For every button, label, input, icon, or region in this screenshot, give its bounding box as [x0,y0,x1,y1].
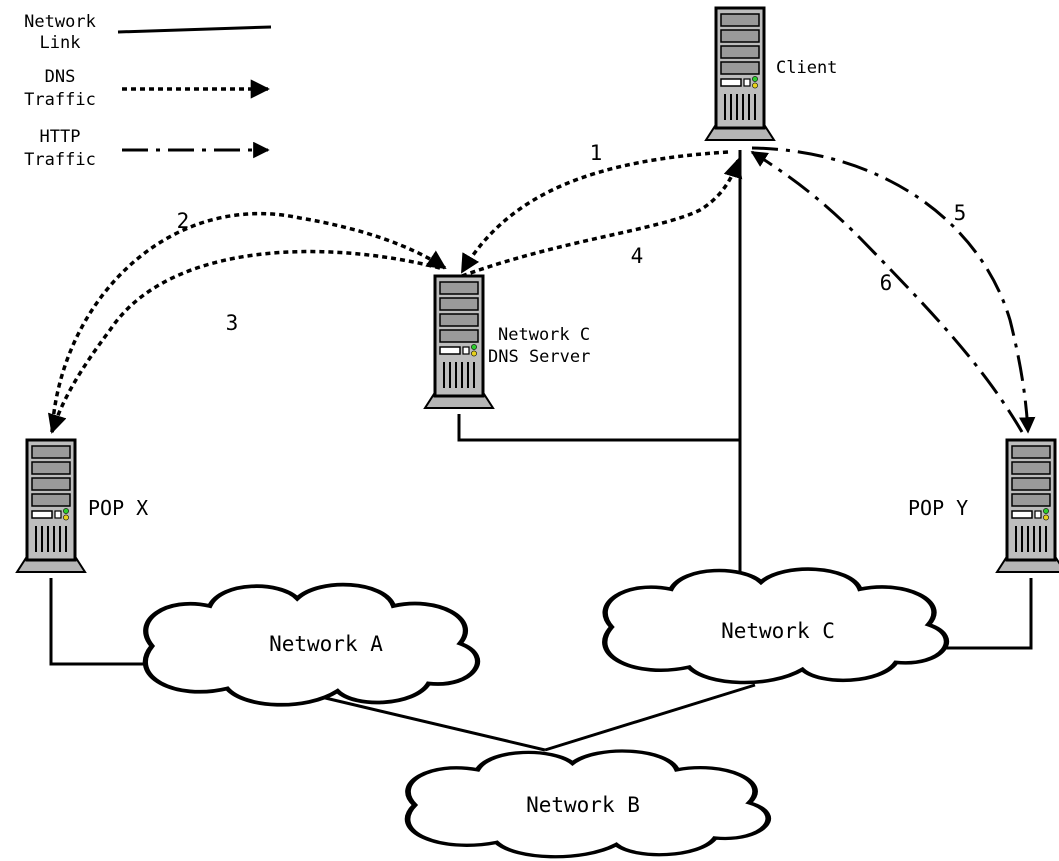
dns-arrow-4 [461,158,743,278]
step-4-label: 4 [631,244,644,268]
network-b-label: Network B [526,793,640,817]
legend-http-traffic-line2: Traffic [24,150,96,170]
link-network-c-b [544,683,756,752]
dns-arrow-1 [460,150,729,274]
link-popx-network-a [49,578,150,666]
pop-x-label: POP X [88,496,148,520]
network-a-label: Network A [269,632,383,656]
http-traffic-arrows [750,146,1036,434]
link-network-a-b [299,690,546,752]
step-2-label: 2 [177,209,190,233]
legend-dns-traffic-line2: Traffic [24,90,96,110]
http-arrow-6 [750,150,1024,433]
dns-traffic-arrows [47,150,743,434]
dns-server-icon [423,274,495,410]
dns-server-label-line2: DNS Server [488,347,590,367]
step-6-label: 6 [880,271,893,295]
link-dns-server-backbone [457,414,740,442]
pop-y-label: POP Y [908,496,968,520]
pop-x-server-icon [15,438,87,574]
link-popy-network-c [935,578,1033,650]
network-c-label: Network C [721,619,835,643]
dns-server-label-line1: Network C [498,325,590,345]
legend-network-link-line1: Network [24,12,96,32]
legend-dns-traffic-line1: DNS [45,67,76,87]
legend-http-traffic-line1: HTTP [40,127,81,147]
dns-arrow-2 [50,211,447,433]
legend-network-link-line2: Link [40,33,81,53]
http-arrow-5 [751,146,1036,434]
step-3-label: 3 [226,311,239,335]
client-server-icon [704,6,776,142]
dns-arrow-3 [47,249,441,434]
legend-network-link-line [117,25,272,34]
step-1-label: 1 [590,141,603,165]
step-5-label: 5 [954,201,967,225]
legend: Network Link DNS Traffic HTTP Traffic [24,12,272,170]
network-links [49,150,1033,752]
client-label: Client [776,58,837,78]
pop-y-server-icon [995,438,1059,574]
